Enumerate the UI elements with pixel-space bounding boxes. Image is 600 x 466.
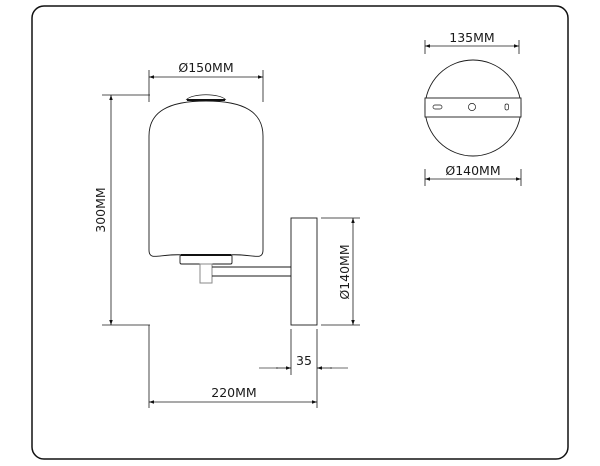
dimension-shade-diameter: Ø150MM	[148, 60, 264, 102]
backplate-diameter-label: Ø140MM	[337, 244, 352, 299]
dimension-backplate-depth: 35	[259, 329, 348, 408]
shade-top-cap	[185, 94, 227, 101]
mounting-plate-view: 135MM Ø140MM	[424, 30, 522, 186]
glass-shade	[148, 100, 264, 257]
shade-holder-ring	[179, 254, 233, 265]
mounting-bracket	[424, 97, 522, 118]
bracket-center-hole	[468, 103, 476, 111]
dimension-plate-diameter: Ø140MM	[424, 163, 522, 186]
drawing-frame	[31, 5, 569, 460]
dimension-bracket-width: 135MM	[424, 30, 520, 54]
projection-label: 220MM	[211, 385, 256, 400]
dimension-height: 300MM	[93, 94, 150, 330]
socket-stem	[199, 263, 213, 284]
backplate	[290, 217, 318, 326]
side-view: Ø150MM 300MM Ø140MM 35	[93, 60, 360, 408]
shade-diameter-label: Ø150MM	[178, 60, 233, 75]
bracket-width-label: 135MM	[449, 30, 494, 45]
backplate-depth-label: 35	[296, 353, 312, 368]
dimension-backplate-diameter: Ø140MM	[321, 217, 360, 326]
bracket-slot-right	[504, 103, 509, 111]
dimension-projection: 220MM	[148, 330, 317, 408]
plate-diameter-label: Ø140MM	[445, 163, 500, 178]
height-label: 300MM	[93, 187, 108, 232]
bracket-slot-left	[432, 104, 443, 110]
